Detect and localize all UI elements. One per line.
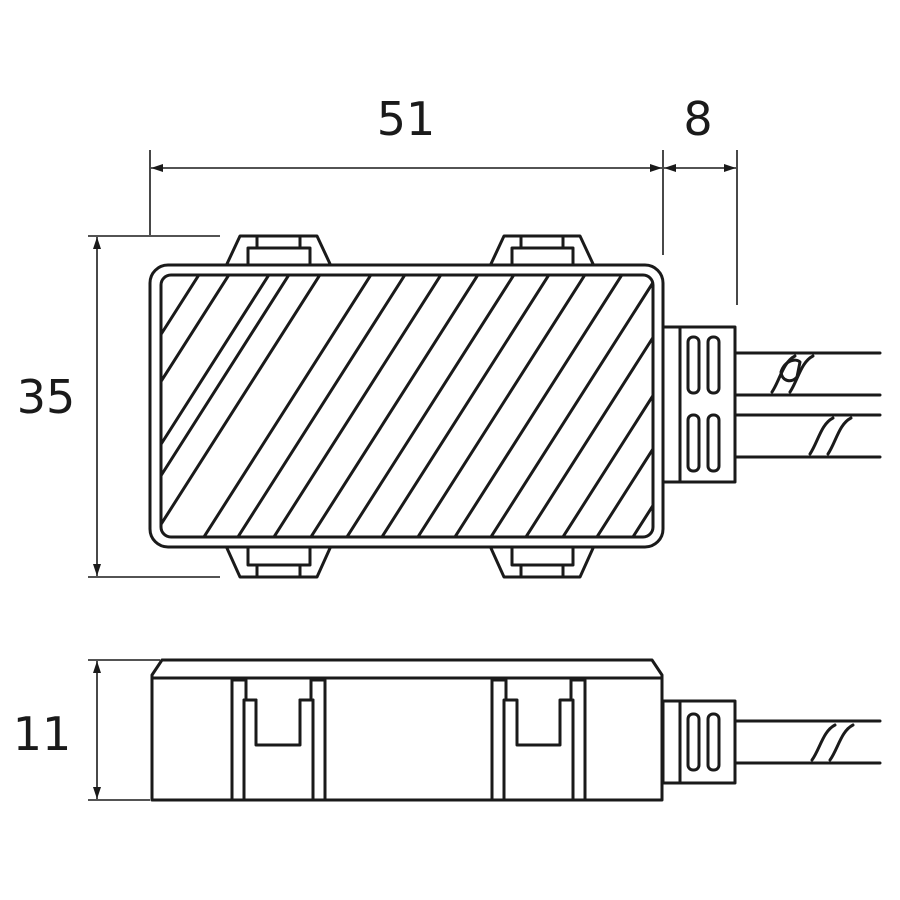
dimension-cable-exit-label: 8 bbox=[683, 92, 712, 146]
top-view-cables bbox=[733, 351, 882, 459]
cable-gland bbox=[661, 325, 737, 484]
dimension-height-label: 11 bbox=[13, 707, 72, 761]
length-dimension: 51 8 bbox=[149, 92, 738, 305]
mounting-tab-top-left bbox=[224, 234, 333, 268]
width-dimension: 35 bbox=[17, 235, 220, 578]
mounting-tab-bottom-right bbox=[488, 544, 596, 579]
top-view: 51 8 35 bbox=[17, 92, 882, 579]
housing-side-view bbox=[150, 658, 664, 802]
height-dimension: 11 bbox=[13, 659, 160, 801]
dimension-width-label: 35 bbox=[17, 370, 76, 424]
side-view: 11 bbox=[13, 658, 882, 802]
side-view-cable bbox=[733, 719, 882, 765]
hatch-pattern bbox=[161, 275, 653, 537]
mounting-tab-bottom-left bbox=[224, 544, 333, 579]
side-cable-gland bbox=[661, 699, 737, 785]
dimension-length-label: 51 bbox=[377, 92, 436, 146]
housing-top-view bbox=[148, 263, 665, 549]
mounting-tab-top-right bbox=[488, 234, 596, 268]
